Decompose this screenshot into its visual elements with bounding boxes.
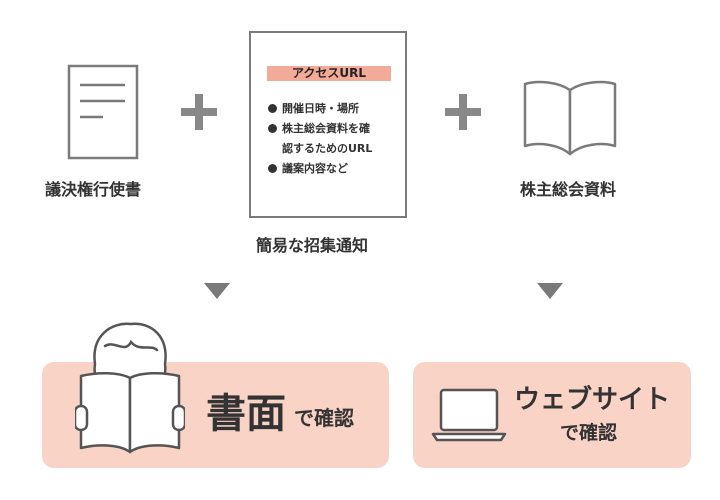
plus-icon	[181, 94, 217, 130]
laptop-icon	[431, 388, 507, 442]
materials-label: 株主総会資料	[520, 180, 617, 199]
plus-icon	[445, 94, 481, 130]
paper-confirm-title: 書面	[206, 391, 286, 437]
list-item: 開催日時・場所	[268, 99, 372, 119]
down-arrow-icon	[537, 283, 563, 299]
bullet-icon	[268, 104, 277, 113]
document-icon	[67, 64, 139, 160]
down-arrow-icon	[204, 283, 230, 299]
list-item: 議案内容など	[268, 159, 372, 179]
bullet-icon	[268, 164, 277, 173]
person-reading-icon	[75, 322, 185, 454]
notice-caption: 簡易な招集通知	[256, 236, 369, 255]
paper-confirm-suffix: で確認	[294, 406, 354, 430]
web-confirm-suffix: で確認	[560, 422, 618, 444]
simplified-notice-document: アクセスURL 開催日時・場所 株主総会資料を確 認するためのURL 議案内容な…	[249, 31, 407, 218]
web-confirm-title: ウェブサイト	[514, 385, 671, 415]
list-item-continuation: 認するためのURL	[282, 142, 373, 155]
notice-bullet-list: 開催日時・場所 株主総会資料を確 認するためのURL 議案内容など	[268, 99, 372, 179]
list-item: 株主総会資料を確	[268, 119, 372, 139]
open-book-icon	[523, 80, 617, 156]
bullet-icon	[268, 124, 277, 133]
proxy-form-label: 議決権行使書	[45, 180, 142, 199]
access-url-label: アクセスURL	[267, 66, 391, 81]
